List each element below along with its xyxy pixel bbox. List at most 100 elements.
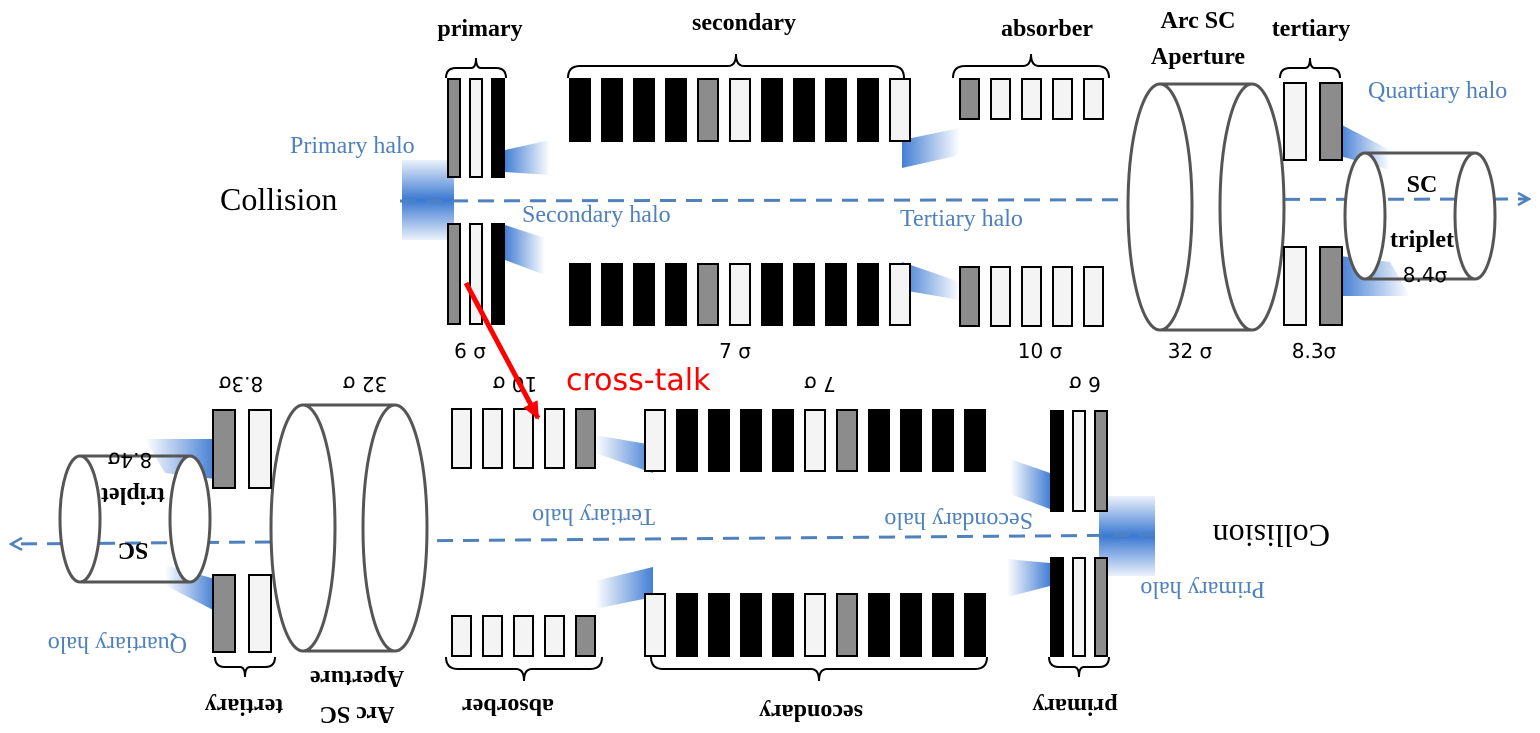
absorber-lower-collimator-4 (1052, 266, 1073, 327)
beam-line (399, 199, 1528, 201)
secondary-lower-collimator-8 (740, 409, 762, 472)
quartiary-halo-glow-upper (1340, 124, 1390, 170)
secondary-lower-collimator-1 (964, 409, 986, 472)
primary-upper-collimator-3 (1050, 557, 1064, 657)
secondary-halo-label: Secondary halo (522, 202, 671, 228)
secondary-lower-collimator-7 (761, 263, 783, 326)
absorber-upper-collimator-1 (959, 78, 980, 120)
triplet-sigma: 8.4σ (1403, 263, 1448, 287)
absorber-lower-collimator-1 (959, 266, 980, 327)
primary-upper-collimator-1 (447, 78, 461, 178)
absorber-lower-collimator-3 (513, 408, 534, 469)
collision-label: Collision (1213, 518, 1330, 554)
tertiary-lower-collimator-2 (1319, 246, 1343, 326)
tertiary-halo-label: Tertiary halo (532, 503, 655, 529)
absorber-sigma: 10 σ (1018, 339, 1063, 363)
secondary-label: secondary (759, 699, 863, 725)
tertiary-label: tertiary (205, 693, 284, 719)
secondary-sigma: 7 σ (719, 339, 751, 363)
tertiary-upper-collimator-1 (248, 574, 272, 653)
quartiary-halo-label: Quartiary halo (1368, 78, 1507, 104)
secondary-upper-collimator-5 (697, 78, 719, 142)
tertiary-halo-glow-lower (595, 435, 653, 473)
quartiary-halo-glow-upper (165, 565, 215, 611)
bottom-beam-diagram-rotated: primary secondary absorber Arc SC Apertu… (12, 372, 1330, 727)
secondary-upper-collimator-4 (665, 78, 687, 142)
secondary-upper-collimator-11 (889, 78, 911, 142)
secondary-upper-collimator-10 (857, 78, 879, 142)
top-braces (445, 53, 1341, 79)
absorber-upper-collimator-2 (544, 615, 565, 657)
primary-halo-glow (505, 140, 550, 175)
secondary-lower-collimator-7 (772, 409, 794, 472)
triplet-label: triplet (1390, 227, 1454, 253)
primary-upper-collimator-2 (469, 78, 483, 178)
secondary-lower-collimator-11 (889, 263, 911, 326)
absorber-lower-collimator-4 (482, 408, 503, 469)
absorber-label: absorber (1001, 16, 1093, 42)
secondary-lower-collimator-9 (825, 263, 847, 326)
secondary-lower-collimator-8 (793, 263, 815, 326)
absorber-lower-collimator-2 (990, 266, 1011, 327)
secondary-lower-collimator-11 (644, 409, 666, 472)
secondary-lower-collimator-2 (932, 409, 954, 472)
secondary-lower-collimator-6 (804, 409, 826, 472)
arc-sc-aperture-cylinder (269, 403, 429, 653)
absorber-lower-collimator-2 (544, 408, 565, 469)
secondary-lower-collimator-4 (665, 263, 687, 326)
secondary-upper-collimator-3 (633, 78, 655, 142)
sc-triplet-cylinder (1343, 151, 1497, 281)
bottom-braces (214, 656, 1110, 682)
secondary-lower-collimator-2 (601, 263, 623, 326)
arc-sc-label: Arc SC (320, 701, 395, 727)
arc-sigma: 32 σ (342, 372, 387, 396)
secondary-upper-collimator-1 (964, 593, 986, 657)
secondary-sigma: 7 σ (804, 372, 836, 396)
absorber-upper-collimator-5 (451, 615, 472, 657)
cross-talk-arrow (463, 281, 541, 420)
tertiary-upper-collimator-1 (1283, 82, 1307, 161)
collision-label: Collision (220, 181, 337, 217)
absorber-lower-collimator-1 (575, 408, 596, 469)
tertiary-halo-label: Tertiary halo (900, 206, 1023, 232)
absorber-upper-collimator-4 (1052, 78, 1073, 120)
tertiary-halo-glow-lower (902, 262, 960, 300)
tertiary-halo-glow-upper (902, 128, 960, 168)
absorber-upper-collimator-2 (990, 78, 1011, 120)
tertiary-sigma: 8.3σ (218, 372, 263, 396)
secondary-halo-glow (1010, 459, 1050, 509)
aperture-label: Aperture (1151, 44, 1246, 70)
secondary-upper-collimator-8 (740, 593, 762, 657)
secondary-label: secondary (692, 10, 796, 36)
secondary-lower-collimator-6 (729, 263, 751, 326)
secondary-upper-collimator-6 (729, 78, 751, 142)
beam-line (12, 533, 1156, 544)
secondary-upper-collimator-3 (900, 593, 922, 657)
secondary-upper-collimator-6 (804, 593, 826, 657)
arc-sc-label: Arc SC (1161, 8, 1236, 34)
primary-halo-label: Primary halo (290, 133, 415, 159)
secondary-upper-collimator-10 (676, 593, 698, 657)
secondary-upper-collimator-9 (825, 78, 847, 142)
secondary-upper-collimator-4 (868, 593, 890, 657)
secondary-upper-collimator-8 (793, 78, 815, 142)
secondary-lower-collimator-3 (900, 409, 922, 472)
secondary-lower-collimator-5 (697, 263, 719, 326)
primary-halo-label: Primary halo (1140, 576, 1265, 602)
sc-triplet-cylinder (58, 454, 212, 584)
cross-talk-annotation: cross-talk (463, 281, 711, 420)
primary-sigma: 6 σ (1069, 372, 1101, 396)
absorber-upper-collimator-5 (1083, 78, 1104, 120)
absorber-upper-collimator-3 (1021, 78, 1042, 120)
primary-lower-collimator-2 (1072, 410, 1086, 512)
absorber-upper-collimator-3 (513, 615, 534, 657)
secondary-lower-collimator-10 (676, 409, 698, 472)
quartiary-halo-label: Quartiary halo (48, 631, 187, 657)
secondary-lower-collimator-9 (708, 409, 730, 472)
aperture-label: Aperture (310, 665, 405, 691)
sc-label: SC (118, 537, 149, 563)
secondary-lower-collimator-5 (836, 409, 858, 472)
primary-halo-glow (1007, 559, 1050, 597)
secondary-upper-collimator-1 (569, 78, 591, 142)
